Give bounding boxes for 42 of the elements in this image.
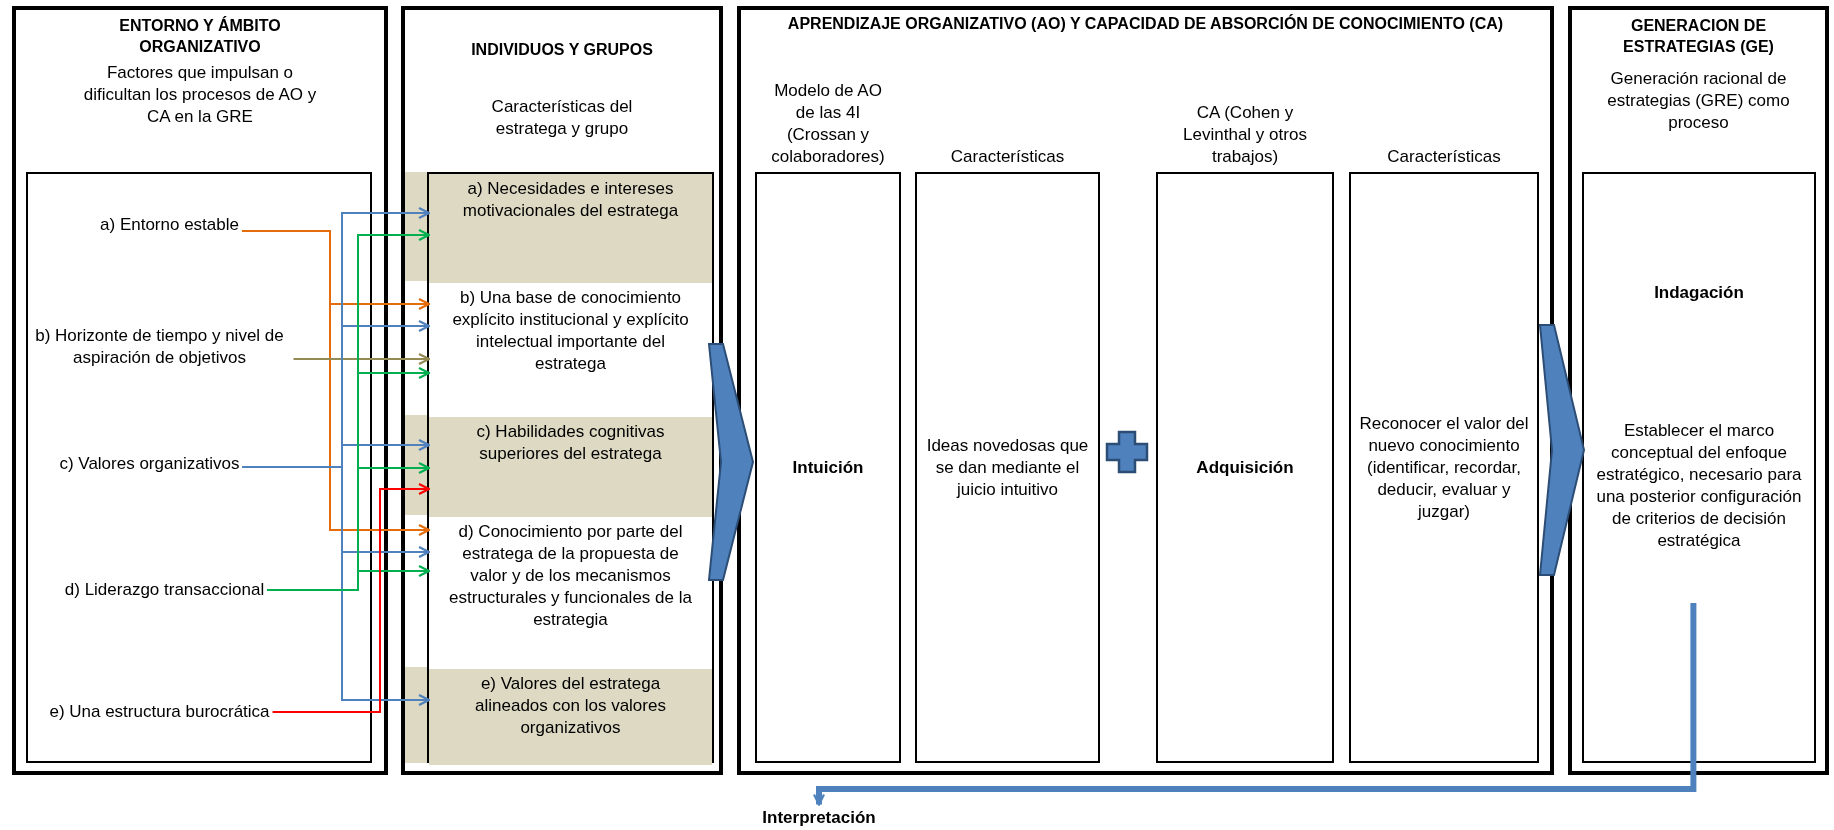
factor-label: a) Entorno estable bbox=[100, 213, 239, 236]
arrow bbox=[292, 352, 431, 366]
panel-heading: ENTORNO Y ÁMBITO ORGANIZATIVO bbox=[118, 16, 282, 57]
factor-label: c) Valores organizativos bbox=[59, 452, 240, 475]
panel-subtitle: Características del estratega y grupo bbox=[490, 96, 634, 141]
content-box bbox=[1582, 172, 1816, 763]
column-heading: Características bbox=[949, 145, 1066, 168]
arrow bbox=[271, 482, 431, 713]
column-heading: CA (Cohen y Levinthal y otros trabajos) bbox=[1182, 101, 1308, 168]
content-box bbox=[26, 172, 372, 763]
chevron-arrow bbox=[707, 343, 755, 581]
description-text: Establecer el marco conceptual del enfoque estratégico, necesario para una posterior configuración de criterios de decisión estratégica bbox=[1595, 420, 1803, 553]
panel-heading: APRENDIZAJE ORGANIZATIVO (AO) Y CAPACIDAD DE ABSORCIÓN DE CONOCIMIENTO (CA) bbox=[786, 14, 1505, 34]
arrow bbox=[240, 230, 431, 537]
column-heading: Modelo de AO de las 4I (Crossan y colaboradores) bbox=[770, 79, 886, 168]
characteristic-row: d) Conocimiento por parte del estratega de la propuesta de valor y de los mecanismos estructurales y funcionales de la estrategia bbox=[429, 517, 712, 669]
section-panel bbox=[737, 6, 1554, 775]
characteristic-row: b) Una base de conocimiento explícito institucional y explícito intelectual importante del estratega bbox=[429, 283, 712, 417]
column-heading: Características bbox=[1386, 145, 1502, 168]
characteristic-row: c) Habilidades cognitivas superiores del estratega bbox=[429, 417, 712, 517]
arrow bbox=[812, 603, 1697, 806]
section-panel bbox=[401, 6, 723, 775]
stage-name: Intuición bbox=[791, 456, 865, 479]
stage-label: Interpretación bbox=[762, 806, 876, 830]
content-box bbox=[427, 172, 714, 763]
panel-subtitle: Factores que impulsan o dificultan los procesos de AO y CA en la GRE bbox=[82, 62, 318, 129]
stage-name: Indagación bbox=[1653, 282, 1745, 304]
factor-label: d) Liderazgo transaccional bbox=[64, 578, 265, 601]
chevron-arrow bbox=[1538, 324, 1586, 576]
panel-heading: GENERACION DE ESTRATEGIAS (GE) bbox=[1622, 16, 1775, 57]
description-text: Ideas novedosas que se dan mediante el juicio intuitivo bbox=[925, 434, 1090, 501]
section-panel bbox=[1568, 6, 1829, 775]
factor-label: b) Horizonte de tiempo y nivel de aspiración de objetivos bbox=[28, 324, 291, 371]
description-text: Reconocer el valor del nuevo conocimiento (identificar, recordar, deducir, evaluar y juzgar) bbox=[1358, 412, 1530, 523]
panel-heading: INDIVIDUOS Y GRUPOS bbox=[470, 40, 654, 60]
characteristic-row: a) Necesidades e intereses motivacionales del estratega bbox=[429, 174, 712, 283]
stage-name: Adquisición bbox=[1195, 456, 1295, 479]
characteristic-row: e) Valores del estratega alineados con los valores organizativos bbox=[429, 669, 712, 765]
arrow bbox=[241, 466, 431, 707]
section-panel bbox=[12, 6, 388, 775]
panel-subtitle: Generación racional de estrategias (GRE) como proceso bbox=[1606, 68, 1791, 135]
factor-label: e) Una estructura burocrática bbox=[49, 700, 270, 723]
